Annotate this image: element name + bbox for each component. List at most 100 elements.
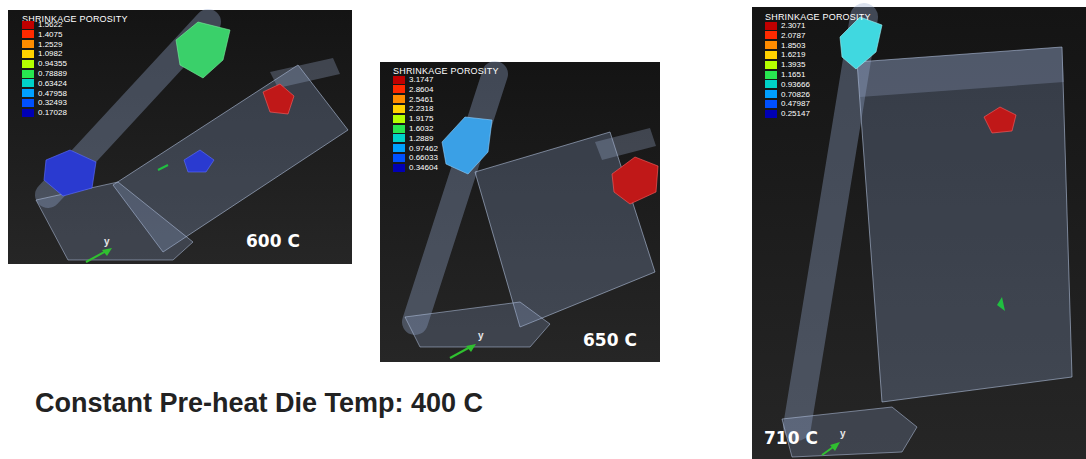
legend-row: 0.70826: [765, 90, 810, 99]
legend-row: 2.8604: [393, 85, 433, 94]
legend-row: 2.0787: [765, 31, 805, 40]
legend-swatch: [765, 71, 777, 79]
legend-title: SHRINKAGE POROSITY: [393, 66, 499, 76]
legend-row: 2.2318: [393, 104, 433, 113]
legend-value: 0.63424: [38, 79, 67, 88]
legend-row: 0.25147: [765, 109, 810, 118]
panel-ground: [752, 7, 1086, 459]
legend-row: 0.78889: [22, 69, 67, 78]
legend-value: 1.8503: [781, 41, 805, 50]
legend-swatch: [765, 41, 777, 49]
legend-row: 0.94355: [22, 59, 67, 68]
legend-swatch: [393, 95, 405, 103]
runner: [36, 182, 193, 260]
legend-value: 0.47958: [38, 89, 67, 98]
legend-swatch: [765, 100, 777, 108]
legend-row: 1.8503: [765, 41, 805, 50]
legend-row: 0.97462: [393, 144, 438, 153]
legend-value: 0.17028: [38, 108, 67, 117]
legend-title: SHRINKAGE POROSITY: [22, 14, 128, 24]
legend-swatch: [22, 50, 34, 58]
legend-value: 0.78889: [38, 69, 67, 78]
legend-value: 0.47987: [781, 99, 810, 108]
overflow: [270, 58, 340, 88]
legend-row: 3.1747: [393, 75, 433, 84]
legend-swatch: [393, 134, 405, 142]
legend-swatch: [765, 22, 777, 30]
legend-row: 0.93666: [765, 80, 810, 89]
temperature-label: 600 C: [246, 231, 300, 251]
legend-value: 2.3071: [781, 21, 805, 30]
legend-value: 1.4075: [38, 30, 62, 39]
casting-plate: [857, 47, 1072, 402]
legend-value: 0.97462: [409, 144, 438, 153]
legend-swatch: [765, 110, 777, 118]
legend-value: 0.34604: [409, 163, 438, 172]
legend-swatch: [765, 90, 777, 98]
legend-row: 1.2529: [22, 40, 62, 49]
legend-row: 0.47987: [765, 99, 810, 108]
temperature-label: 650 C: [583, 330, 637, 350]
legend-swatch: [765, 61, 777, 69]
legend-value: 2.5461: [409, 95, 433, 104]
legend-swatch: [22, 89, 34, 97]
porosity-speck: [997, 297, 1005, 311]
legend-value: 1.6219: [781, 50, 805, 59]
legend-value: 0.25147: [781, 109, 810, 118]
legend-value: 2.8604: [409, 85, 433, 94]
panel-ground: [8, 10, 352, 264]
legend-swatch: [22, 79, 34, 87]
legend-swatch: [393, 125, 405, 133]
legend-swatch: [765, 51, 777, 59]
overflow: [595, 128, 656, 160]
legend-row: 1.9175: [393, 114, 433, 123]
axis-label: y: [478, 330, 484, 341]
porosity-blob: [184, 150, 214, 172]
legend-swatch: [22, 40, 34, 48]
legend-value: 1.1651: [781, 70, 805, 79]
legend-swatch: [22, 60, 34, 68]
legend-title: SHRINKAGE POROSITY: [765, 12, 871, 22]
legend-value: 3.1747: [409, 75, 433, 84]
legend-row: 1.5622: [22, 20, 62, 29]
legend-value: 1.2889: [409, 134, 433, 143]
sprue-tube: [797, 17, 864, 427]
legend-swatch: [22, 99, 34, 107]
porosity-blob: [984, 107, 1016, 133]
caption: Constant Pre-heat Die Temp: 400 C: [35, 388, 483, 419]
legend-swatch: [393, 76, 405, 84]
casting-plate: [475, 132, 655, 327]
panel-ground: [380, 62, 660, 362]
legend-swatch: [765, 31, 777, 39]
panel-710: [752, 7, 1086, 459]
porosity-speck: [158, 165, 168, 170]
legend-swatch: [22, 109, 34, 117]
legend-row: 0.34604: [393, 163, 438, 172]
legend-value: 1.2529: [38, 40, 62, 49]
panel-650: [380, 62, 660, 362]
axis-arrowhead: [466, 344, 476, 352]
overflow: [857, 47, 1064, 97]
legend-swatch: [393, 164, 405, 172]
axis-label: y: [104, 236, 110, 247]
porosity-blob: [442, 117, 492, 174]
legend-value: 1.0982: [38, 49, 62, 58]
temperature-label: 710 C: [764, 428, 818, 448]
legend-row: 2.3071: [765, 21, 805, 30]
legend-row: 0.17028: [22, 108, 67, 117]
legend-row: 1.6032: [393, 124, 433, 133]
legend-swatch: [393, 105, 405, 113]
legend-value: 1.5622: [38, 20, 62, 29]
porosity-blob: [263, 84, 294, 114]
legend-swatch: [393, 154, 405, 162]
legend-row: 1.2889: [393, 134, 433, 143]
legend-value: 2.2318: [409, 104, 433, 113]
legend-row: 1.6219: [765, 50, 805, 59]
runner: [405, 302, 550, 347]
legend-row: 1.0982: [22, 49, 62, 58]
legend-row: 1.4075: [22, 30, 62, 39]
legend-swatch: [22, 30, 34, 38]
legend-value: 1.6032: [409, 124, 433, 133]
legend-row: 1.1651: [765, 70, 805, 79]
